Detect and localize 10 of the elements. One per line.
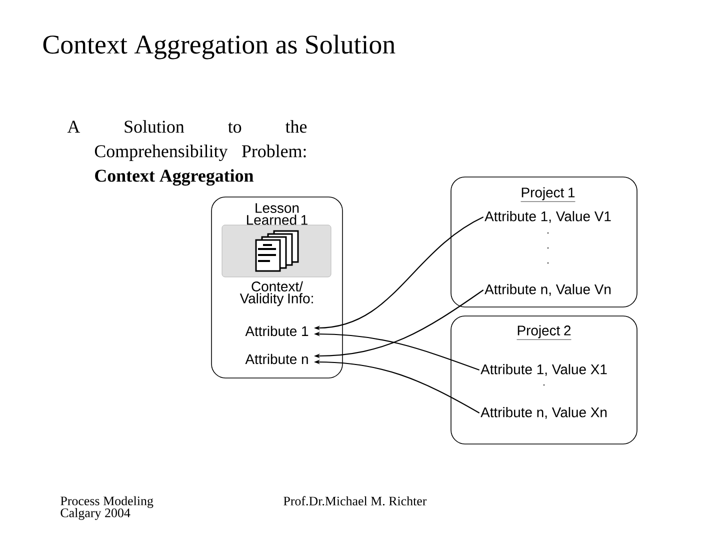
attribute-text: Attribute 1 [245,326,308,336]
slide-title: Context Aggregation as Solution [43,34,396,60]
footer-text: Process Modeling Calgary 2004 [60,496,154,520]
footer-text: Prof.Dr.Michael M. Richter [284,496,427,506]
attribute-text: Attribute 1, Value V1 [484,211,611,223]
attribute-text: Attribute 1, Value X1 [480,364,607,376]
attribute-text: Attribute n, Value Xn [480,407,607,419]
attribute-text: Attribute n, Value Vn [484,284,611,296]
subtitle: A Solution to the Comprehensibility Problem: Context Aggregation [67,120,307,186]
attribute-text: Attribute n [245,354,308,364]
